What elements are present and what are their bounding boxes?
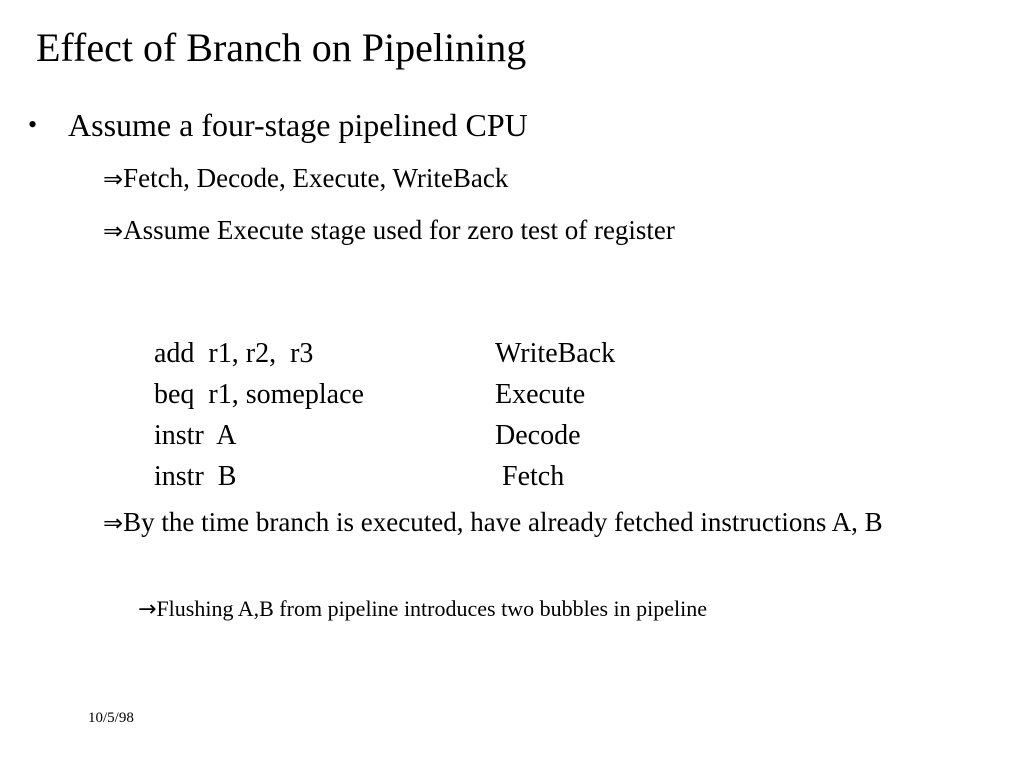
listing-stage: Decode (495, 420, 581, 451)
double-arrow-icon: ⇒ (103, 217, 124, 245)
footer-date: 10/5/98 (88, 710, 134, 726)
listing-row: beq r1, someplace Execute (112, 333, 615, 410)
listing-instruction: beq r1, someplace (154, 379, 364, 410)
bullet-level2-conclusion: ⇒By the time branch is executed, have al… (103, 502, 893, 544)
listing-row: add r1, r2, r3 WriteBack (112, 292, 615, 369)
bullet-level1-label: Assume a four-stage pipelined CPU (68, 107, 528, 143)
listing-instruction: instr B (154, 461, 237, 492)
instruction-listing: add r1, r2, r3 WriteBack beq r1, someplac… (112, 292, 615, 492)
double-arrow-icon: ⇒ (103, 165, 124, 193)
listing-stage: Fetch (495, 461, 565, 492)
listing-instruction: add r1, r2, r3 (154, 338, 314, 369)
listing-row: instr A Decode (112, 374, 615, 451)
bullet-level3-flushing-label: Flushing A,B from pipeline introduces tw… (156, 596, 707, 621)
bullet-level3-flushing: →Flushing A,B from pipeline introduces t… (138, 594, 707, 625)
listing-instruction: instr A (154, 420, 237, 451)
listing-stage: WriteBack (495, 338, 616, 369)
bullet-level2-zerotest: ⇒Assume Execute stage used for zero test… (103, 212, 675, 249)
bullet-dot-icon: • (28, 110, 38, 139)
double-arrow-icon: ⇒ (103, 509, 124, 537)
bullet-level2-conclusion-label: By the time branch is executed, have alr… (123, 507, 883, 537)
listing-stage: Execute (495, 379, 586, 410)
right-arrow-icon: → (138, 597, 157, 622)
listing-row: instr B Fetch (112, 415, 615, 492)
bullet-level2-stages: ⇒Fetch, Decode, Execute, WriteBack (103, 160, 508, 197)
slide-title: Effect of Branch on Pipelining (36, 25, 527, 70)
bullet-level2-stages-label: Fetch, Decode, Execute, WriteBack (123, 163, 509, 193)
bullet-level1: • Assume a four-stage pipelined CPU (28, 104, 528, 146)
bullet-level2-zerotest-label: Assume Execute stage used for zero test … (123, 215, 675, 245)
